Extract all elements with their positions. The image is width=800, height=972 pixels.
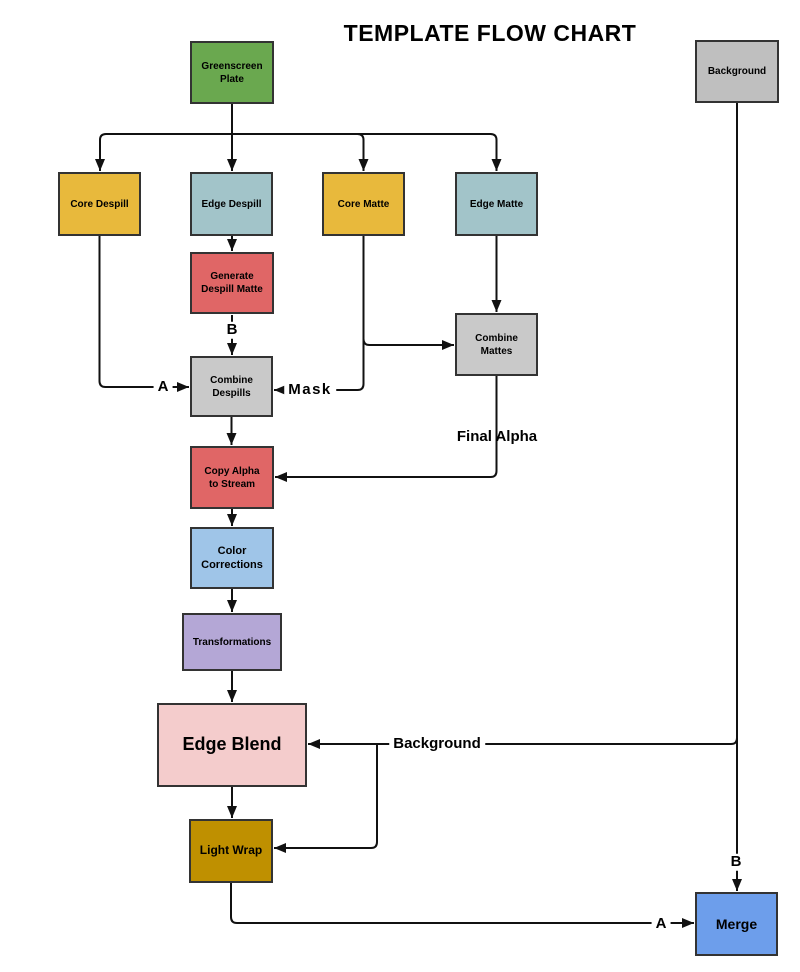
label-background-line: Background xyxy=(389,735,485,753)
edge-light-wrap-to-merge xyxy=(230,883,694,928)
edge-background-to-light-wrap xyxy=(274,744,378,853)
label-a-despill: A xyxy=(153,378,173,396)
node-transformations-label: Transformations xyxy=(192,636,272,648)
node-edge-blend-label: Edge Blend xyxy=(182,734,282,755)
node-greenscreen-plate: Greenscreen Plate xyxy=(190,41,274,104)
node-color-corrections: Color Corrections xyxy=(190,527,274,589)
node-light-wrap: Light Wrap xyxy=(189,819,273,883)
label-b-despill: B xyxy=(222,321,242,339)
node-edge-despill-label: Edge Despill xyxy=(201,198,262,210)
edge-final-alpha-to-copy-alpha xyxy=(275,376,498,482)
edge-greenscreen-to-core-despill xyxy=(95,133,232,171)
node-core-matte: Core Matte xyxy=(322,172,405,236)
node-light-wrap-label: Light Wrap xyxy=(199,843,263,858)
chart-title: TEMPLATE FLOW CHART xyxy=(343,20,637,46)
node-merge: Merge xyxy=(695,892,778,956)
node-edge-matte-label: Edge Matte xyxy=(469,198,524,210)
node-greenscreen-plate-label: Greenscreen Plate xyxy=(201,60,263,85)
node-color-corrections-label: Color Corrections xyxy=(201,544,263,571)
edge-background-to-edge-blend xyxy=(308,737,738,749)
node-generate-despill-matte: Generate Despill Matte xyxy=(190,252,274,314)
label-mask: Mask xyxy=(284,381,336,399)
node-combine-mattes: Combine Mattes xyxy=(455,313,538,376)
node-edge-blend: Edge Blend xyxy=(157,703,307,787)
node-combine-despills: Combine Despills xyxy=(190,356,273,417)
node-generate-despill-matte-label: Generate Despill Matte xyxy=(201,271,263,295)
edge-core-matte-to-combine-mattes xyxy=(362,236,454,350)
edge-greenscreen-to-edge-matte xyxy=(232,133,502,171)
node-core-matte-label: Core Matte xyxy=(337,198,390,210)
node-copy-alpha-to-stream: Copy Alpha to Stream xyxy=(190,446,274,509)
edge-core-matte-mask-to-combine-despills xyxy=(274,330,365,395)
edge-core-despill-to-combine-despills xyxy=(98,236,189,392)
node-combine-despills-label: Combine Despills xyxy=(210,374,253,399)
edge-greenscreen-to-core-matte xyxy=(232,133,369,171)
node-core-despill: Core Despill xyxy=(58,172,141,236)
node-combine-mattes-label: Combine Mattes xyxy=(475,332,518,357)
node-edge-matte: Edge Matte xyxy=(455,172,538,236)
node-copy-alpha-to-stream-label: Copy Alpha to Stream xyxy=(204,465,260,490)
label-final-alpha: Final Alpha xyxy=(456,427,538,445)
node-background-source: Background xyxy=(695,40,779,103)
node-background-source-label: Background xyxy=(707,66,767,77)
label-a-merge: A xyxy=(651,915,671,933)
node-edge-despill: Edge Despill xyxy=(190,172,273,236)
node-core-despill-label: Core Despill xyxy=(70,198,129,210)
node-merge-label: Merge xyxy=(715,915,758,932)
label-b-merge: B xyxy=(726,853,746,871)
node-transformations: Transformations xyxy=(182,613,282,671)
